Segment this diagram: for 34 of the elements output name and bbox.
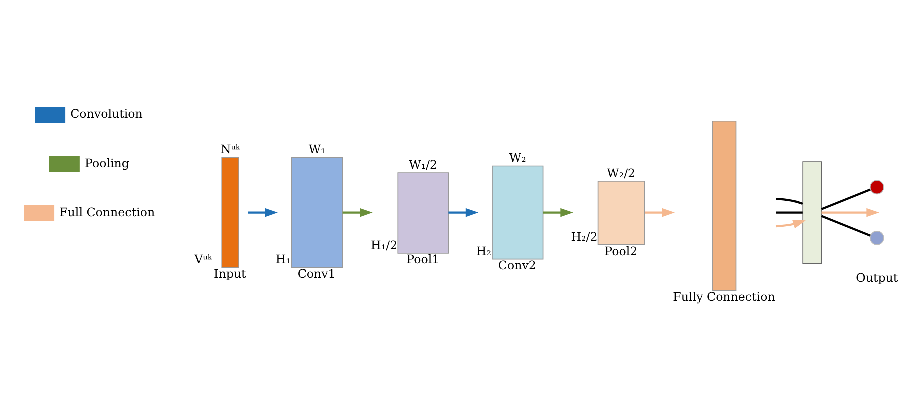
connector <box>776 211 803 214</box>
arrow <box>776 220 806 228</box>
arrow <box>448 208 479 217</box>
arrow <box>822 208 880 217</box>
node-label: H₁/2 <box>371 238 398 252</box>
node-label: Input <box>214 266 246 281</box>
arrow <box>248 208 278 217</box>
legend-label: Full Connection <box>60 204 156 219</box>
node-bar <box>802 161 822 264</box>
arrow <box>543 208 574 217</box>
node-label: W₂/2 <box>607 166 636 180</box>
node-label: W₁/2 <box>409 157 438 172</box>
node-label: Conv2 <box>498 258 536 272</box>
node-label: H₂/2 <box>571 229 598 244</box>
node-label: Fully Connection <box>673 289 776 304</box>
node-label: W₂ <box>509 150 526 165</box>
connector <box>821 214 871 236</box>
node-label: Pool2 <box>604 244 638 258</box>
node-label: W₁ <box>308 142 326 156</box>
label: Output <box>856 270 898 284</box>
connector <box>821 188 871 210</box>
connector <box>776 197 804 204</box>
node-label: H₁ <box>276 252 291 266</box>
node-label: Vᵘᵏ <box>194 252 212 266</box>
arrow <box>645 208 676 217</box>
node-label: Conv1 <box>298 266 336 281</box>
node-label: Pool1 <box>406 252 440 266</box>
node-circle <box>870 180 884 194</box>
node-label: Nᵘᵏ <box>220 142 240 156</box>
node-label: H₂ <box>476 244 492 258</box>
node-circle <box>870 230 884 245</box>
legend-label: Convolution <box>70 106 143 121</box>
arrow <box>342 208 373 217</box>
legend-label: Pooling <box>85 156 130 170</box>
